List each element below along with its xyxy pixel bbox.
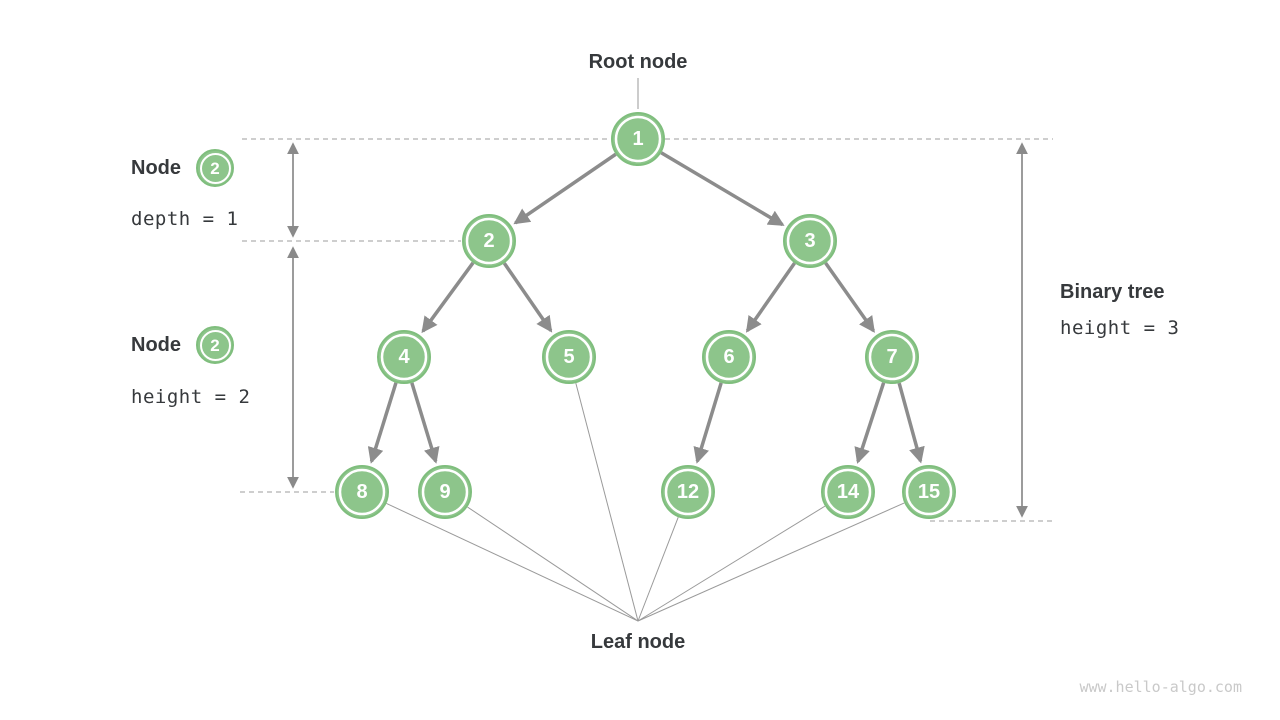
edge-4-9 [410, 382, 440, 464]
tree-node-value-4: 4 [398, 346, 410, 368]
edge-6-12 [693, 382, 723, 464]
tree-node-5: 5 [542, 330, 596, 384]
edge-1-3 [660, 151, 785, 227]
edge-4-8 [367, 382, 398, 464]
tree-node-value-8: 8 [356, 481, 367, 503]
node-height-title: Node [131, 333, 181, 356]
edge-2-4 [421, 261, 475, 334]
leaf-pointer-line-9 [467, 506, 639, 622]
node-depth-detail: depth = 1 [131, 208, 239, 230]
leaf-pointer-line-12 [637, 516, 679, 622]
edge-3-7 [824, 262, 875, 333]
leaf-pointer-line-15 [637, 502, 905, 622]
tree-node-3: 3 [783, 214, 837, 268]
node-height-badge-value: 2 [210, 335, 220, 355]
tree-node-value-12: 12 [677, 481, 699, 503]
tree-node-value-3: 3 [804, 230, 815, 252]
tree-node-2: 2 [462, 214, 516, 268]
tree-node-value-9: 9 [439, 481, 450, 503]
edge-7-14 [854, 382, 886, 464]
node-depth-badge-circle: 2 [196, 149, 234, 187]
tree-node-value-5: 5 [563, 346, 574, 368]
edge-2-5 [502, 262, 553, 333]
node-depth-title: Node [131, 156, 181, 179]
tree-node-6: 6 [702, 330, 756, 384]
edge-1-2 [513, 152, 617, 225]
tree-node-8: 8 [335, 465, 389, 519]
tree-node-7: 7 [865, 330, 919, 384]
node-depth-annotation: Node 2 [131, 149, 234, 187]
tree-node-14: 14 [821, 465, 875, 519]
watermark: www.hello-algo.com [1079, 678, 1242, 696]
tree-node-value-1: 1 [632, 128, 643, 150]
tree-node-4: 4 [377, 330, 431, 384]
leaf-node-label: Leaf node [590, 631, 686, 653]
tree-node-9: 9 [418, 465, 472, 519]
edge-3-6 [745, 262, 796, 333]
binary-tree-detail: height = 3 [1060, 317, 1180, 339]
tree-node-value-15: 15 [918, 481, 940, 503]
tree-node-12: 12 [661, 465, 715, 519]
node-height-badge-circle: 2 [196, 326, 234, 364]
leaf-pointer-line-14 [637, 505, 826, 622]
tree-node-value-2: 2 [483, 230, 494, 252]
tree-node-value-7: 7 [886, 346, 897, 368]
node-height-annotation: Node 2 [131, 326, 234, 364]
node-height-detail: height = 2 [131, 386, 251, 408]
tree-node-value-6: 6 [723, 346, 734, 368]
tree-node-15: 15 [902, 465, 956, 519]
leaf-pointer-line-5 [575, 382, 639, 622]
binary-tree-title: Binary tree [1060, 281, 1165, 303]
root-node-label: Root node [588, 51, 688, 73]
node-depth-badge-value: 2 [210, 158, 220, 178]
tree-node-value-14: 14 [837, 481, 860, 503]
tree-node-1: 1 [611, 112, 665, 166]
edge-7-15 [897, 382, 925, 464]
leaf-pointer-line-8 [386, 502, 639, 622]
